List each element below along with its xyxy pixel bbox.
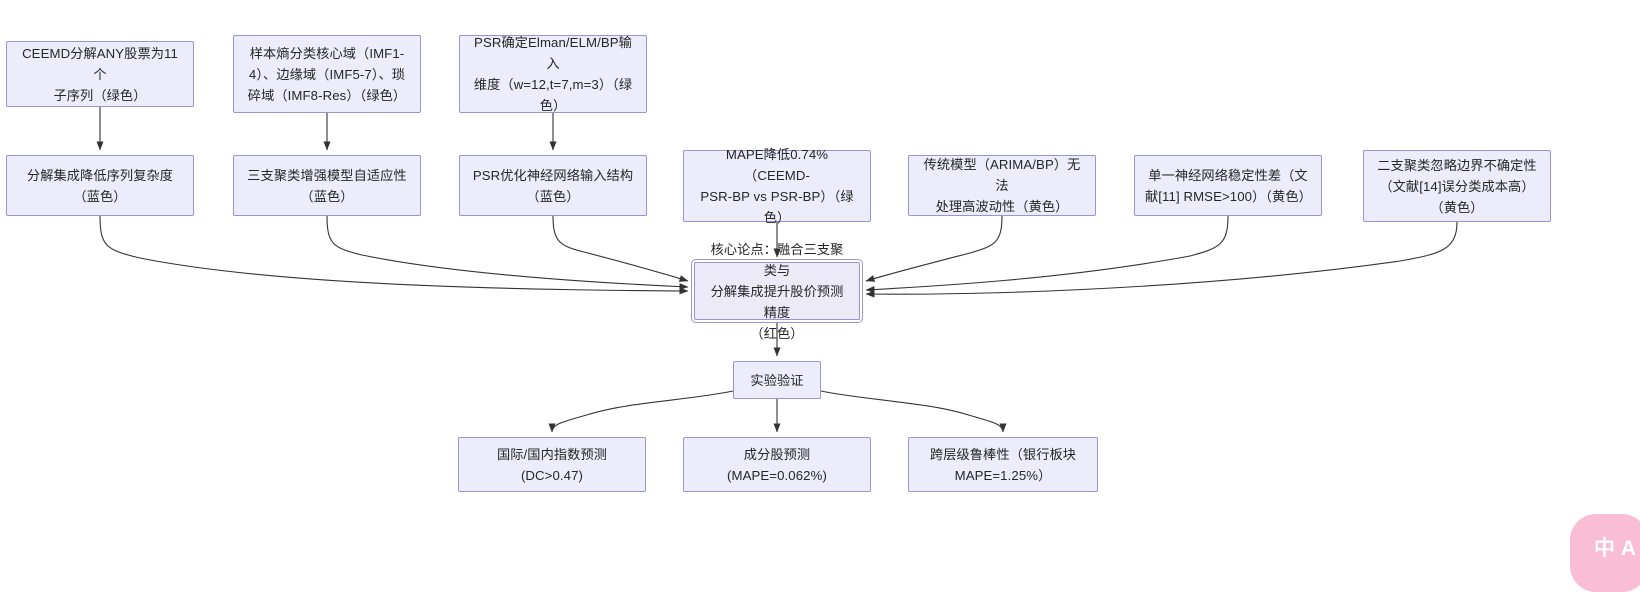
flow-node-label: 三支聚类增强模型自适应性 （蓝色） bbox=[247, 167, 407, 204]
edge-n5-to-n11 bbox=[326, 215, 689, 291]
edge-n12-to-n13 bbox=[548, 390, 734, 433]
edge-n10-to-n11 bbox=[865, 221, 1458, 298]
flow-node-n4[interactable]: 分解集成降低序列复杂度 （蓝色） bbox=[6, 155, 194, 216]
flow-node-label: 国际/国内指数预测 (DC>0.47) bbox=[496, 446, 608, 483]
watermark-text: 中 A bbox=[1594, 537, 1636, 560]
flow-node-n8[interactable]: 传统模型（ARIMA/BP）无法 处理高波动性（黄色） bbox=[908, 155, 1096, 216]
edge-n9-to-n11 bbox=[865, 215, 1229, 294]
flow-node-n7[interactable]: MAPE降低0.74%（CEEMD- PSR-BP vs PSR-BP）（绿 色… bbox=[683, 147, 871, 225]
flow-node-n11[interactable]: 核心论点：融合三支聚类与 分解集成提升股价预测精度 （红色） bbox=[691, 242, 863, 341]
flow-node-n13[interactable]: 国际/国内指数预测 (DC>0.47) bbox=[458, 437, 646, 492]
flow-node-label: 成分股预测 (MAPE=0.062%) bbox=[727, 446, 827, 483]
flow-node-label: 样本熵分类核心域（IMF1- 4）、边缘域（IMF5-7）、琐 碎域（IMF8-… bbox=[247, 45, 407, 103]
flow-node-n10[interactable]: 二支聚类忽略边界不确定性 （文献[14]误分类成本高） （黄色） bbox=[1363, 150, 1551, 222]
flow-node-label: 单一神经网络稳定性差（文 献[11] RMSE>100）（黄色） bbox=[1145, 167, 1312, 204]
flow-node-label: 传统模型（ARIMA/BP）无法 处理高波动性（黄色） bbox=[923, 157, 1081, 214]
flow-node-label: PSR优化神经网络输入结构 （蓝色） bbox=[472, 167, 634, 204]
flow-node-n15[interactable]: 跨层级鲁棒性（银行板块 MAPE=1.25%） bbox=[908, 437, 1098, 492]
flow-node-n2[interactable]: 样本熵分类核心域（IMF1- 4）、边缘域（IMF5-7）、琐 碎域（IMF8-… bbox=[233, 35, 421, 113]
edge-n8-to-n11 bbox=[865, 215, 1003, 282]
flowchart-canvas: CEEMD分解ANY股票为11个 子序列（绿色） 样本熵分类核心域（IMF1- 4… bbox=[6, 35, 1640, 592]
flow-node-label: 分解集成降低序列复杂度 （蓝色） bbox=[26, 167, 174, 204]
flow-node-n14[interactable]: 成分股预测 (MAPE=0.062%) bbox=[683, 437, 871, 492]
flow-node-label: 实验验证 bbox=[750, 372, 804, 388]
flow-node-label: CEEMD分解ANY股票为11个 子序列（绿色） bbox=[22, 45, 178, 103]
flow-node-n3[interactable]: PSR确定Elman/ELM/BP输入 维度（w=12,t=7,m=3）（绿 色… bbox=[459, 35, 647, 113]
edge-n6-to-n11 bbox=[552, 215, 689, 282]
flow-node-n1[interactable]: CEEMD分解ANY股票为11个 子序列（绿色） bbox=[6, 41, 194, 107]
flow-node-n12[interactable]: 实验验证 bbox=[733, 361, 821, 399]
edge-n12-to-n15 bbox=[820, 390, 1007, 433]
flow-node-n5[interactable]: 三支聚类增强模型自适应性 （蓝色） bbox=[233, 155, 421, 216]
flow-node-label: 跨层级鲁棒性（银行板块 MAPE=1.25%） bbox=[929, 446, 1077, 483]
flow-node-n9[interactable]: 单一神经网络稳定性差（文 献[11] RMSE>100）（黄色） bbox=[1134, 155, 1322, 216]
flow-node-label: 核心论点：融合三支聚类与 分解集成提升股价预测精度 （红色） bbox=[710, 241, 844, 341]
flow-node-label: MAPE降低0.74%（CEEMD- PSR-BP vs PSR-BP）（绿 色… bbox=[700, 147, 854, 225]
flow-node-label: 二支聚类忽略边界不确定性 （文献[14]误分类成本高） （黄色） bbox=[1377, 157, 1537, 215]
flow-node-label: PSR确定Elman/ELM/BP输入 维度（w=12,t=7,m=3）（绿 色… bbox=[473, 35, 633, 113]
watermark-badge: 中 A bbox=[1570, 514, 1640, 592]
flow-node-n6[interactable]: PSR优化神经网络输入结构 （蓝色） bbox=[459, 155, 647, 216]
flowchart-edges-layer bbox=[96, 107, 1458, 433]
edge-n4-to-n11 bbox=[99, 215, 689, 295]
